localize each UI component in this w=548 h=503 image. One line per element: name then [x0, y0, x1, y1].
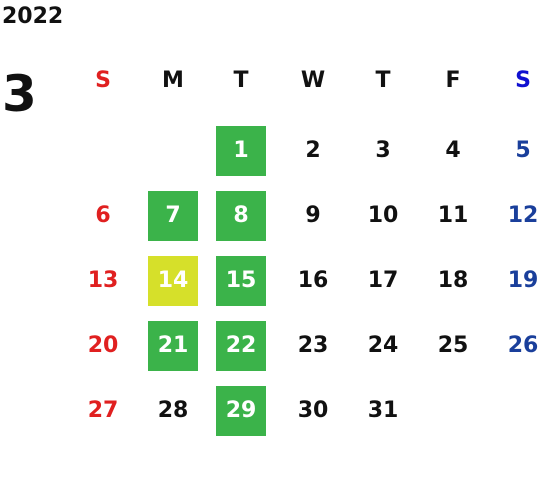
- calendar-year: 2022: [2, 4, 64, 29]
- weekday-sunday: S: [95, 68, 111, 93]
- day-cell-22[interactable]: 22: [216, 321, 266, 371]
- day-cell-9[interactable]: 9: [305, 203, 321, 228]
- day-cell-28[interactable]: 28: [157, 398, 189, 423]
- weekday-wednesday: W: [300, 68, 326, 93]
- weekday-tuesday: T: [233, 68, 249, 93]
- day-cell-2[interactable]: 2: [305, 138, 321, 163]
- day-cell-19[interactable]: 19: [507, 268, 539, 293]
- day-cell-3[interactable]: 3: [375, 138, 391, 163]
- day-cell-17[interactable]: 17: [367, 268, 399, 293]
- day-cell-23[interactable]: 23: [297, 333, 329, 358]
- day-cell-14[interactable]: 14: [148, 256, 198, 306]
- day-cell-15[interactable]: 15: [216, 256, 266, 306]
- day-cell-11[interactable]: 11: [437, 203, 469, 228]
- day-cell-10[interactable]: 10: [367, 203, 399, 228]
- day-cell-24[interactable]: 24: [367, 333, 399, 358]
- day-cell-18[interactable]: 18: [437, 268, 469, 293]
- day-cell-8[interactable]: 8: [216, 191, 266, 241]
- day-cell-12[interactable]: 12: [507, 203, 539, 228]
- day-cell-21[interactable]: 21: [148, 321, 198, 371]
- day-cell-30[interactable]: 30: [297, 398, 329, 423]
- day-cell-7[interactable]: 7: [148, 191, 198, 241]
- calendar-month: 3: [2, 65, 37, 123]
- day-cell-16[interactable]: 16: [297, 268, 329, 293]
- day-cell-29[interactable]: 29: [216, 386, 266, 436]
- day-cell-13[interactable]: 13: [87, 268, 119, 293]
- day-cell-6[interactable]: 6: [95, 203, 111, 228]
- day-cell-1[interactable]: 1: [216, 126, 266, 176]
- day-cell-5[interactable]: 5: [515, 138, 531, 163]
- day-cell-27[interactable]: 27: [87, 398, 119, 423]
- day-cell-25[interactable]: 25: [437, 333, 469, 358]
- day-cell-31[interactable]: 31: [367, 398, 399, 423]
- weekday-thursday: T: [375, 68, 391, 93]
- day-cell-20[interactable]: 20: [87, 333, 119, 358]
- weekday-monday: M: [162, 68, 184, 93]
- weekday-saturday: S: [515, 68, 531, 93]
- day-cell-4[interactable]: 4: [445, 138, 461, 163]
- weekday-friday: F: [445, 68, 461, 93]
- day-cell-26[interactable]: 26: [507, 333, 539, 358]
